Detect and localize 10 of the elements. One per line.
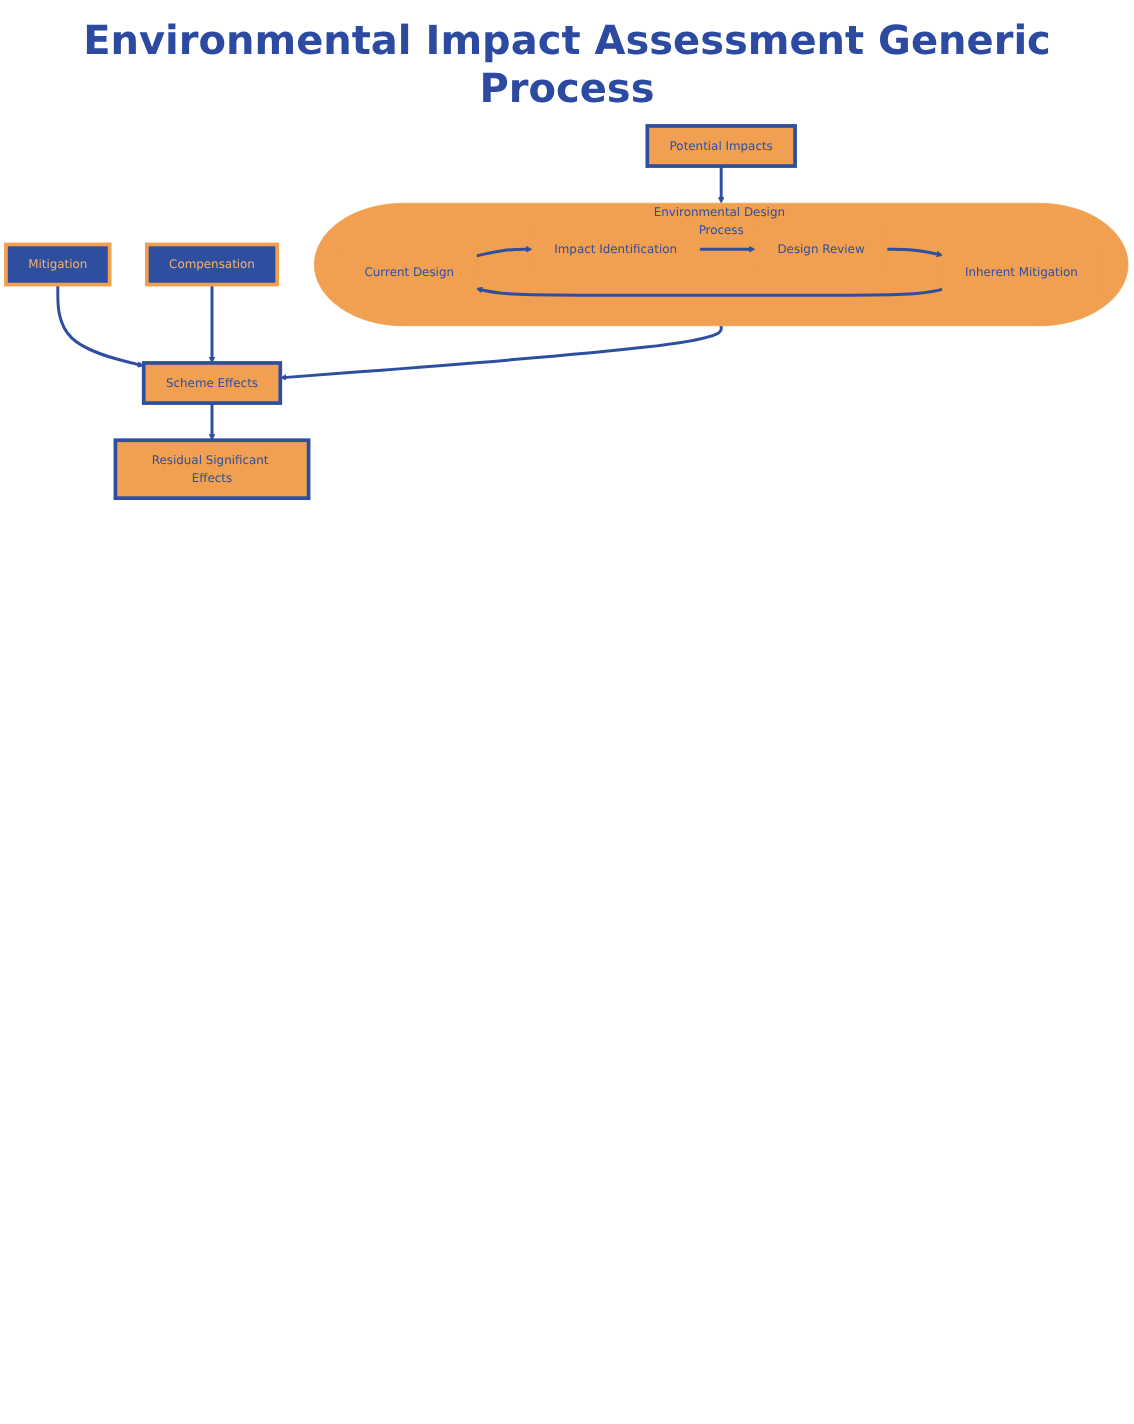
arrow	[717, 166, 725, 204]
arrow	[280, 325, 723, 381]
arrow	[208, 284, 216, 364]
arrow	[208, 403, 216, 441]
arrow	[886, 247, 943, 258]
diagram-title: Environmental Impact Assessment Generic Process	[81, 14, 1053, 116]
arrow	[475, 286, 943, 297]
arrow	[475, 246, 533, 258]
arrow	[56, 284, 144, 368]
arrow	[699, 246, 756, 253]
